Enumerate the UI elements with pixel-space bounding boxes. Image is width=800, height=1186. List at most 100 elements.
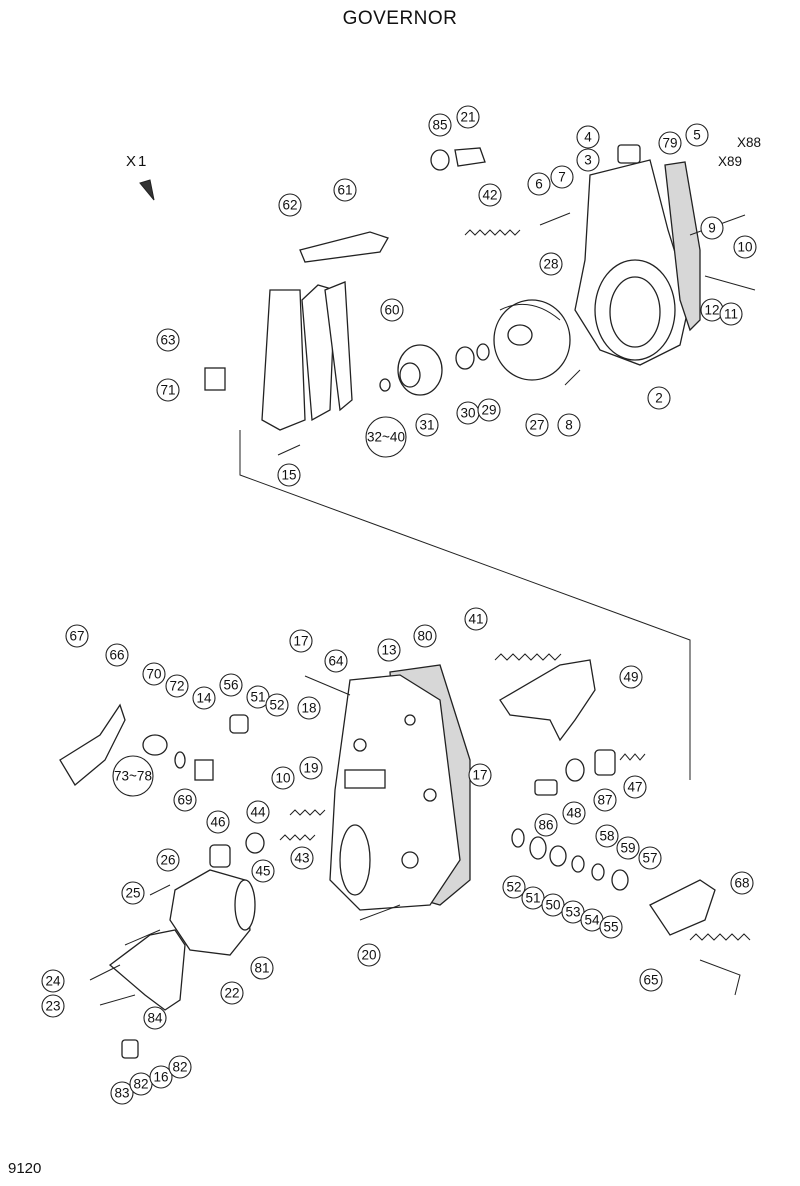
tension-spring-42 xyxy=(464,229,521,236)
callout-52b: 52 xyxy=(502,875,526,899)
diagram-title: GOVERNOR xyxy=(342,8,458,29)
svg-text:45: 45 xyxy=(255,864,270,879)
svg-text:8: 8 xyxy=(565,418,573,433)
callout-5: 5 xyxy=(685,123,709,147)
svg-text:28: 28 xyxy=(543,257,558,272)
callout-64: 64 xyxy=(324,649,348,673)
callout-11: 11 xyxy=(719,302,743,326)
svg-text:85: 85 xyxy=(432,118,447,133)
callout-56: 56 xyxy=(219,673,243,697)
svg-text:64: 64 xyxy=(328,654,344,669)
svg-text:54: 54 xyxy=(584,913,600,928)
svg-text:83: 83 xyxy=(114,1086,129,1101)
label-x89: X89 xyxy=(718,154,742,169)
callout-10: 10 xyxy=(733,235,757,259)
stop-lever-assembly xyxy=(649,879,716,936)
callout-20: 20 xyxy=(357,943,381,967)
plug-83 xyxy=(121,1039,139,1059)
callout-44: 44 xyxy=(246,800,270,824)
svg-text:16: 16 xyxy=(153,1070,168,1085)
callout-59: 59 xyxy=(616,836,640,860)
callout-87: 87 xyxy=(593,788,617,812)
callout-62: 62 xyxy=(278,193,302,217)
callout-85: 85 xyxy=(428,113,452,137)
svg-text:55: 55 xyxy=(603,920,618,935)
callout-82b: 82 xyxy=(168,1055,192,1079)
callout-82a: 82 xyxy=(129,1072,153,1096)
svg-text:17: 17 xyxy=(472,768,487,783)
svg-text:30: 30 xyxy=(460,406,475,421)
svg-text:57: 57 xyxy=(642,851,657,866)
svg-text:41: 41 xyxy=(468,612,483,627)
callout-9: 9 xyxy=(700,216,724,240)
svg-text:11: 11 xyxy=(724,307,738,322)
snap-ring xyxy=(476,343,490,361)
callout-24: 24 xyxy=(41,969,65,993)
svg-text:21: 21 xyxy=(460,110,475,125)
svg-text:67: 67 xyxy=(69,629,84,644)
svg-text:3: 3 xyxy=(584,153,592,168)
callout-2: 2 xyxy=(647,386,671,410)
governor-housing xyxy=(574,144,701,366)
pin-64 xyxy=(304,675,351,696)
callout-71: 71 xyxy=(156,378,180,402)
governor-levers xyxy=(204,231,389,431)
callout-81: 81 xyxy=(250,956,274,980)
washer-72 xyxy=(174,751,186,769)
callout-32-40: 32~40 xyxy=(365,416,407,458)
callout-61: 61 xyxy=(333,178,357,202)
svg-text:42: 42 xyxy=(482,188,497,203)
svg-text:12: 12 xyxy=(704,303,719,318)
bracket-66 xyxy=(59,703,126,786)
callout-48: 48 xyxy=(562,801,586,825)
callout-58: 58 xyxy=(595,824,619,848)
callout-21: 21 xyxy=(456,105,480,129)
spring-19 xyxy=(289,809,326,816)
callout-43: 43 xyxy=(290,846,314,870)
view-arrow-icon xyxy=(139,179,155,201)
callout-53: 53 xyxy=(561,900,585,924)
svg-text:27: 27 xyxy=(529,418,544,433)
svg-text:23: 23 xyxy=(45,999,60,1014)
cap-70 xyxy=(142,734,168,756)
callout-70: 70 xyxy=(142,662,166,686)
svg-text:66: 66 xyxy=(109,648,124,663)
svg-text:84: 84 xyxy=(147,1011,163,1026)
callout-30: 30 xyxy=(456,401,480,425)
callout-17a: 17 xyxy=(289,629,313,653)
svg-text:9: 9 xyxy=(708,221,716,236)
svg-text:58: 58 xyxy=(599,829,614,844)
svg-text:43: 43 xyxy=(294,851,309,866)
plug-21 xyxy=(454,147,486,167)
callout-45: 45 xyxy=(251,859,275,883)
sleeve xyxy=(397,344,443,396)
callout-10b: 10 xyxy=(271,766,295,790)
svg-text:52: 52 xyxy=(269,698,284,713)
callout-23: 23 xyxy=(41,994,65,1018)
callout-86: 86 xyxy=(534,813,558,837)
svg-text:82: 82 xyxy=(172,1060,187,1075)
svg-text:80: 80 xyxy=(417,629,432,644)
callout-67: 67 xyxy=(65,624,89,648)
svg-text:10: 10 xyxy=(737,240,752,255)
callout-47: 47 xyxy=(623,775,647,799)
svg-text:17: 17 xyxy=(293,634,308,649)
svg-text:19: 19 xyxy=(303,761,318,776)
connector-14 xyxy=(194,759,214,781)
callout-49: 49 xyxy=(619,665,643,689)
svg-text:62: 62 xyxy=(282,198,297,213)
governor-cover-housing xyxy=(329,664,471,911)
svg-text:52: 52 xyxy=(506,880,521,895)
callout-65: 65 xyxy=(639,968,663,992)
callout-7: 7 xyxy=(550,165,574,189)
callout-57: 57 xyxy=(638,846,662,870)
svg-text:4: 4 xyxy=(584,130,592,145)
assembly-guide-line xyxy=(239,430,691,780)
svg-text:51: 51 xyxy=(525,891,540,906)
svg-text:26: 26 xyxy=(160,853,175,868)
svg-text:72: 72 xyxy=(169,679,184,694)
callout-27: 27 xyxy=(525,413,549,437)
callout-41: 41 xyxy=(464,607,488,631)
svg-text:61: 61 xyxy=(337,183,352,198)
callout-83: 83 xyxy=(110,1081,134,1105)
